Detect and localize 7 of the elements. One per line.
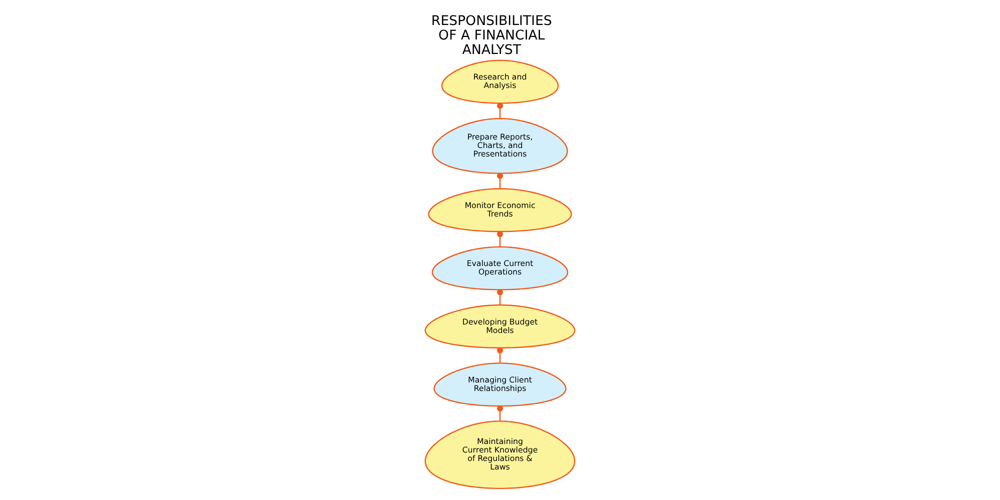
connector — [496, 172, 504, 189]
connector — [496, 289, 504, 305]
connector — [496, 405, 504, 422]
connector — [496, 102, 504, 119]
diagram-title: RESPONSIBILITIES OF A FINANCIAL ANALYST — [431, 14, 552, 58]
connector — [496, 231, 504, 247]
connector — [496, 347, 504, 364]
